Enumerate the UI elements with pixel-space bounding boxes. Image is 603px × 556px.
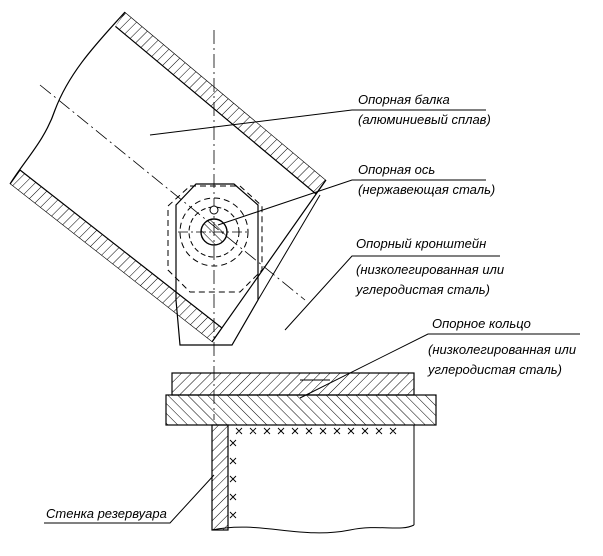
weld-marks-under-plate [235, 427, 397, 435]
axle-title-label: Опорная ось [358, 162, 435, 177]
beam-title-label: Опорная балка [358, 92, 450, 107]
bracket-material-label-1: (низколегированная или [356, 262, 504, 277]
beam-end-right [211, 179, 327, 343]
ring-title-label: Опорное кольцо [432, 316, 531, 331]
ring-material-label-1: (низколегированная или [428, 342, 576, 357]
support-beam [10, 12, 326, 342]
bracket-title-label: Опорный кронштейн [356, 236, 486, 251]
tank-wall [211, 424, 229, 531]
ring-material-label-2: углеродистая сталь) [427, 362, 562, 377]
base-plate [165, 394, 437, 426]
bracket-material-label-2: углеродистая сталь) [355, 282, 490, 297]
bracket-edge [257, 194, 321, 301]
weld-marks-wall [229, 439, 237, 519]
beam-wall-bottom [10, 169, 223, 342]
axle-material-label: (нержавеющая сталь) [358, 182, 495, 197]
beam-material-label: (алюминиевый сплав) [358, 112, 491, 127]
beam-centerline [39, 84, 306, 301]
beam-wall-top [114, 12, 326, 195]
wall-label: Стенка резервуара [46, 506, 167, 521]
support-bracket-hidden [167, 185, 263, 293]
axle-pin [209, 205, 219, 215]
beam-break-line-left [9, 11, 126, 185]
leader-lines [44, 109, 580, 524]
support-bracket-outline [175, 183, 259, 346]
axle-boss-outer [179, 197, 249, 267]
support-ring-plate [171, 372, 415, 396]
tank-break-line [211, 524, 415, 534]
